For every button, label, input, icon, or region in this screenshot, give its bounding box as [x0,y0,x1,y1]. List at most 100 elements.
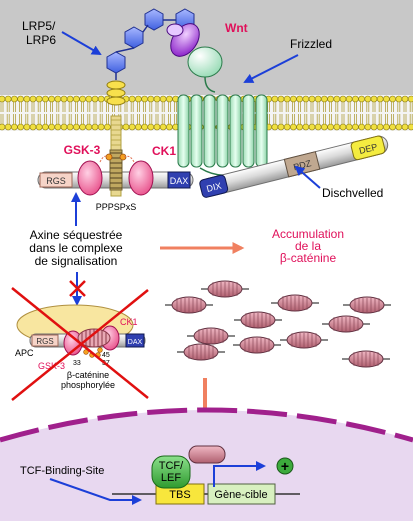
tcf-site-arrow [49,478,142,505]
lipid-head [339,123,347,131]
lipid-head [4,123,12,131]
lipid-head [321,95,328,103]
lipid-head [376,123,384,131]
beta-catenin [322,315,370,333]
ppps-motif-label: PPPSPxS [96,202,137,212]
lipid-head [383,95,390,103]
lipid-head [147,95,155,103]
lipid-head [11,123,18,131]
accumulation-label-2: de la [295,239,321,253]
lipid-head [42,123,49,131]
beta-catenin [234,311,282,329]
lipid-head [66,123,74,131]
lipid-head [97,95,105,103]
lipid-head [60,95,68,103]
lipid-head [314,95,322,103]
frizzled-helix [242,94,255,168]
lipid-head [314,123,322,131]
phospho-label-2: phosphorylée [61,380,115,390]
lrp-label: LRP5/ [22,19,56,33]
lipid-head [277,123,285,131]
lipid-head [23,123,31,131]
lipid-head [308,95,316,103]
lipid-head [407,95,413,103]
lipid-head [308,123,316,131]
lipid-head [333,123,341,131]
ck1-bottom-label: CK1 [120,317,138,327]
lipid-head [352,95,359,103]
frizzled-label: Frizzled [290,37,332,51]
lipid-head [389,95,396,103]
ck1-label-top: CK1 [152,144,176,158]
lipid-head [389,123,396,131]
lipid-head [271,123,279,131]
axin-label-3: de signalisation [35,254,118,268]
lipid-head [35,123,43,131]
lipid-head [147,123,155,131]
lrp-hexagon [144,8,164,31]
lipid-head [321,123,328,131]
beta-catenin [271,294,319,312]
lipid-head [97,123,105,131]
lipid-head [345,123,353,131]
lipid-head [4,95,12,103]
lipid-head [283,95,291,103]
dishevelled-label: Dischvelled [322,186,383,200]
lipid-head [91,95,99,103]
dep-domain-label: DEP [358,142,378,156]
lipid-head [153,95,161,103]
accumulated-catenin [165,280,391,368]
lipid-head [122,123,130,131]
axin-label-2: dans le complexe [29,241,123,255]
lipid-head [277,95,285,103]
lipid-head [48,95,55,103]
beta-catenin [177,343,225,361]
inactive-cross-1 [11,287,149,399]
lipid-head [327,95,334,103]
lipid-head [54,123,62,131]
lipid-head [104,123,111,131]
gsk3-bottom-label: GSK-3 [38,361,65,371]
gsk3-label-top: GSK-3 [64,143,101,157]
tcf-label: TCF/ [159,460,184,472]
lipid-head [11,95,18,103]
tcf-site-label: TCF-Binding-Site [20,465,104,477]
lipid-head [290,123,297,131]
lipid-head [370,95,378,103]
lipid-head [159,123,167,131]
wnt-label: Wnt [225,21,248,35]
lipid-head [339,95,347,103]
lipid-head [128,95,136,103]
rgs-bottom-label: RGS [36,337,53,346]
dix-domain-label: DIX [205,181,222,194]
lipid-head [17,123,24,131]
lipid-head [166,123,173,131]
lipid-head [364,123,372,131]
lipid-head [60,123,68,131]
axin-complex-active: RGS DAX [37,149,194,196]
lipid-head [333,95,341,103]
lipid-head [0,95,6,103]
lipid-head [395,95,403,103]
lipid-head [66,95,74,103]
lipid-head [91,123,99,131]
frizzled-helix [216,94,229,168]
lipid-head [358,123,365,131]
lrp-arrow [61,31,102,56]
lipid-head [358,95,365,103]
block-cross-2 [69,280,86,297]
lipid-head [401,95,409,103]
lipid-head [302,123,310,131]
lipid-head [271,95,279,103]
lipid-head [135,95,142,103]
accumulation-label-3: β-caténine [280,251,337,265]
nucleus [0,407,413,521]
lipid-head [283,123,291,131]
lipid-head [166,95,173,103]
lipid-head [407,123,413,131]
inactive-cross-2 [11,289,149,401]
lipid-head [35,95,43,103]
lipid-head [73,123,80,131]
axin-label: Axine séquestrée [30,228,123,242]
accumulation-label: Accumulation [272,227,344,241]
